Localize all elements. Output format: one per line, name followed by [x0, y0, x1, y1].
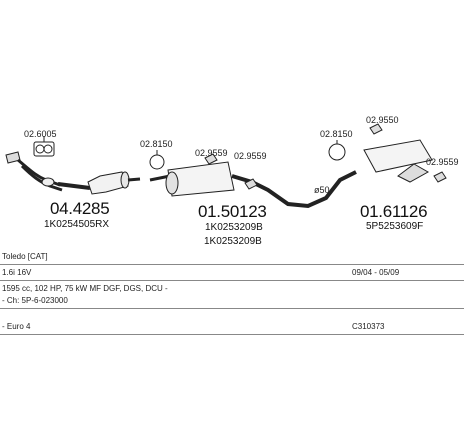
catalytic-converter-icon — [87, 171, 141, 195]
table-row: Toledo [CAT] — [0, 248, 464, 265]
rear-silencer-icon — [363, 139, 433, 183]
rear-part-number: 01.61126 — [360, 202, 428, 221]
clamp-label-2: 02.8150 — [140, 139, 173, 149]
clamp-label-3: 02.9559 — [195, 148, 228, 158]
clamp-icon-6 — [369, 123, 383, 135]
rear-oem-number: 5P5253609F — [366, 221, 424, 232]
clamp-label-5: 02.8150 — [320, 129, 353, 139]
chassis-cell: - Ch: 5P-6-023000 — [2, 296, 68, 305]
table-row: 1595 cc, 102 HP, 75 kW MF DGF, DGS, DCU … — [0, 280, 464, 296]
cat-part-number: 04.4285 — [50, 199, 110, 218]
clamp-label-1: 02.6005 — [24, 129, 57, 139]
clamp-icon-7 — [433, 171, 447, 183]
clamp-label-7: 02.9559 — [426, 157, 459, 167]
front-pipe-icon — [5, 151, 91, 192]
code-cell: C310373 — [352, 322, 385, 331]
mid-oem-number-2: 1K0253209B — [204, 236, 262, 247]
cat-oem-number: 1K0254505RX — [44, 219, 110, 230]
years-cell: 09/04 - 05/09 — [352, 268, 400, 277]
clamp-label-4: 02.9559 — [234, 151, 267, 161]
clamp-label-6: 02.9550 — [366, 115, 399, 125]
clamp-icon-4 — [244, 178, 258, 190]
clamp-icon — [33, 136, 55, 157]
table-row — [0, 308, 464, 318]
mid-part-number: 01.50123 — [198, 202, 267, 221]
exhaust-drawing — [5, 123, 447, 209]
table-row: 1.6i 16V 09/04 - 05/09 — [0, 264, 464, 281]
clamp-icon-5 — [328, 140, 346, 161]
engine-cell: 1.6i 16V — [2, 268, 32, 277]
norm-cell: - Euro 4 — [2, 322, 31, 331]
mid-oem-number-1: 1K0253209B — [205, 222, 263, 233]
model-cell: Toledo [CAT] — [2, 252, 48, 261]
clamp-icon-3 — [204, 153, 218, 165]
table-row: - Euro 4 C310373 — [0, 318, 464, 335]
pipe-diameter-label: ø50 — [314, 185, 330, 195]
specs-cell: 1595 cc, 102 HP, 75 kW MF DGF, DGS, DCU … — [2, 284, 168, 293]
table-row: - Ch: 5P-6-023000 — [0, 292, 464, 309]
clamp-icon-2 — [149, 150, 165, 170]
